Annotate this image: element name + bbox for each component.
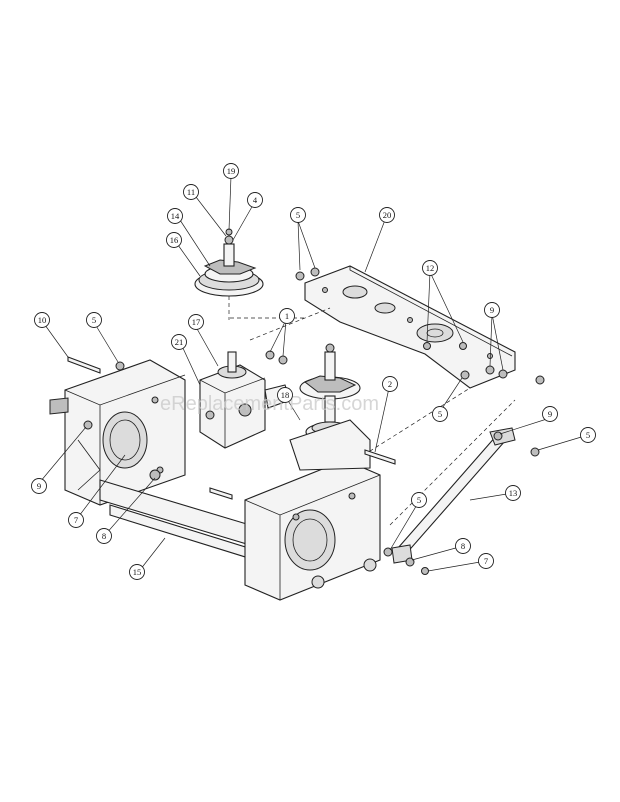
svg-text:5: 5: [92, 315, 96, 325]
callout-11: 11: [183, 184, 199, 200]
callout-14: 14: [167, 208, 183, 224]
callout-2: 2: [382, 376, 398, 392]
svg-text:9: 9: [548, 409, 552, 419]
svg-text:7: 7: [74, 515, 78, 525]
callout-15: 15: [129, 564, 145, 580]
svg-text:8: 8: [461, 541, 465, 551]
callout-19: 19: [223, 163, 239, 179]
callout-18: 18: [277, 387, 293, 403]
svg-text:4: 4: [253, 195, 258, 205]
callout-8-right: 8: [455, 538, 471, 554]
watermark-text: eReplacementParts.com: [160, 393, 379, 415]
callout-9-left: 9: [31, 478, 47, 494]
callout-10: 10: [34, 312, 50, 328]
svg-text:15: 15: [133, 567, 142, 577]
gearbox: [199, 351, 291, 449]
callout-bubbles: 19 11 4 14 16 5 20 12 9 10 5 17 1 21 2 1…: [31, 163, 596, 580]
svg-text:20: 20: [383, 210, 392, 220]
callout-5-left: 5: [86, 312, 102, 328]
svg-text:19: 19: [227, 166, 236, 176]
callout-8-left: 8: [96, 528, 112, 544]
upper-pulley-assembly: [194, 228, 264, 297]
callout-12: 12: [422, 260, 438, 276]
callout-5-right: 5: [580, 427, 596, 443]
svg-text:13: 13: [509, 488, 518, 498]
svg-text:5: 5: [438, 409, 442, 419]
callout-21: 21: [171, 334, 187, 350]
svg-text:18: 18: [281, 390, 290, 400]
svg-text:1: 1: [285, 311, 289, 321]
right-side-plate: [244, 419, 381, 601]
svg-text:17: 17: [192, 317, 201, 327]
callout-7-right: 7: [478, 553, 494, 569]
callout-20: 20: [379, 207, 395, 223]
svg-text:10: 10: [38, 315, 47, 325]
leader-lines: [39, 175, 589, 572]
guide-lines: [228, 296, 516, 526]
svg-text:5: 5: [296, 210, 300, 220]
left-side-plate: [49, 359, 186, 506]
callout-17: 17: [188, 314, 204, 330]
svg-text:9: 9: [490, 305, 494, 315]
svg-text:11: 11: [187, 187, 195, 197]
callout-4: 4: [247, 192, 263, 208]
svg-text:9: 9: [37, 481, 41, 491]
callout-1: 1: [279, 308, 295, 324]
svg-text:8: 8: [102, 531, 106, 541]
callout-5-top: 5: [290, 207, 306, 223]
callout-13: 13: [505, 485, 521, 501]
svg-text:5: 5: [417, 495, 421, 505]
cross-tube: [99, 479, 256, 561]
svg-text:12: 12: [426, 263, 435, 273]
fasteners: [67, 267, 545, 575]
svg-text:5: 5: [586, 430, 590, 440]
svg-text:2: 2: [388, 379, 392, 389]
callout-5-mid: 5: [432, 406, 448, 422]
callout-5-bottom: 5: [411, 492, 427, 508]
callout-7-left: 7: [68, 512, 84, 528]
svg-text:21: 21: [175, 337, 184, 347]
mounting-plate: [304, 265, 516, 389]
callout-16: 16: [166, 232, 182, 248]
callout-9-right: 9: [542, 406, 558, 422]
callout-9-upper: 9: [484, 302, 500, 318]
svg-text:16: 16: [170, 235, 179, 245]
svg-text:7: 7: [484, 556, 488, 566]
svg-text:14: 14: [171, 211, 180, 221]
